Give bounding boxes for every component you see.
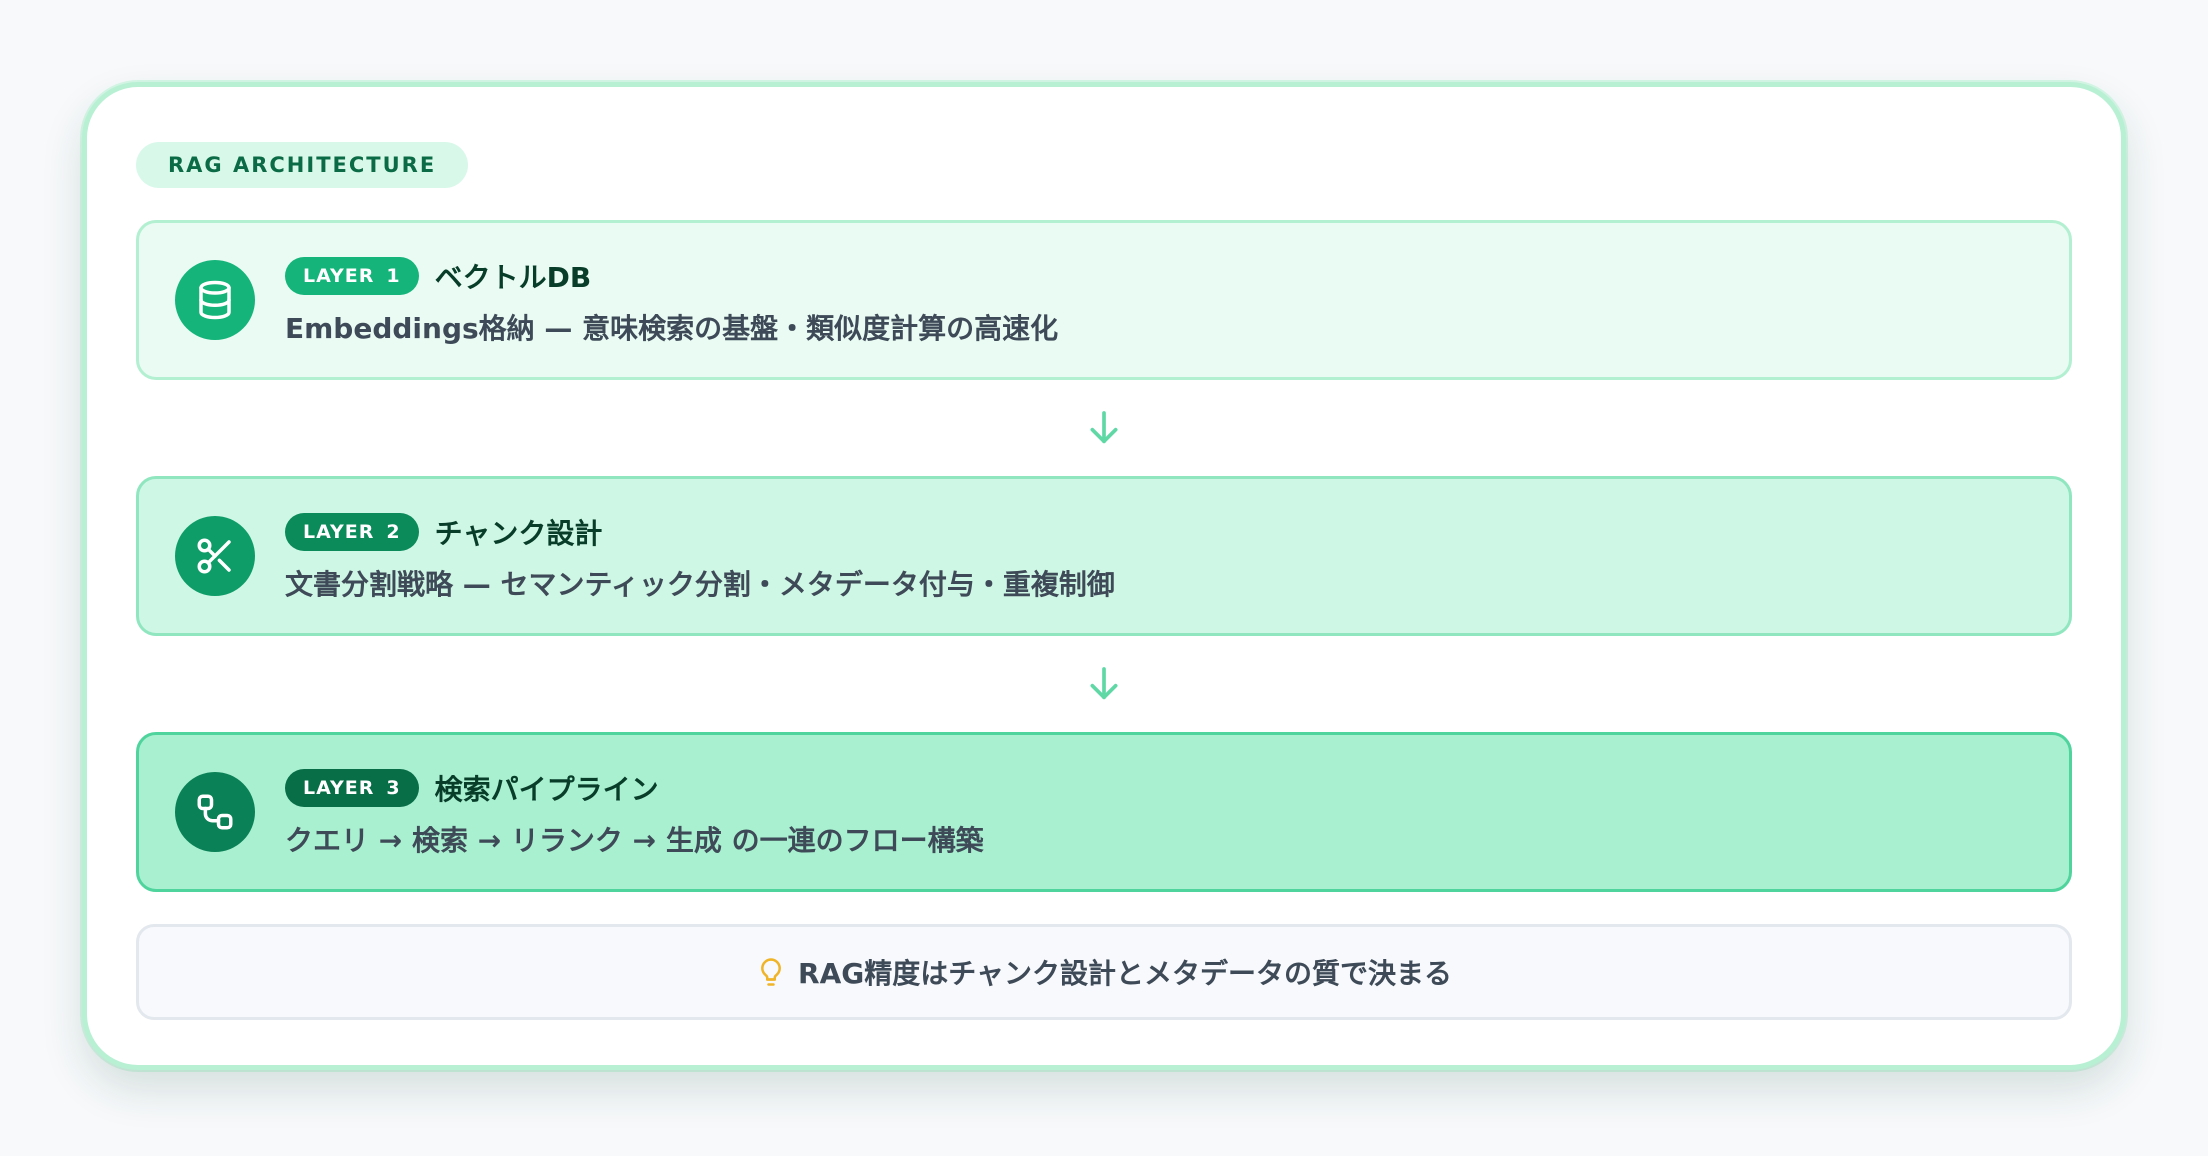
scissors-icon [175, 516, 255, 596]
arrow-down-icon [1090, 411, 1118, 444]
layer-2-title: チャンク設計 [434, 517, 603, 550]
arrow-down-icon [1090, 667, 1118, 700]
layer-3-title: 検索パイプライン [434, 773, 659, 806]
section-tag: RAG ARCHITECTURE [136, 142, 469, 188]
layer-1-title: ベクトルDB [434, 261, 592, 294]
tip-box: RAG精度はチャンク設計とメタデータの質で決まる [136, 924, 2072, 1020]
lightbulb-icon [761, 958, 781, 986]
layer-1-description: Embeddings格納 — 意味検索の基盤・類似度計算の高速化 [285, 312, 1059, 345]
tip-text: RAG精度はチャンク設計とメタデータの質で決まる [798, 957, 1452, 990]
database-icon [175, 260, 255, 340]
pipeline-icon [175, 772, 255, 852]
layer-3-description: クエリ → 検索 → リランク → 生成 の一連のフロー構築 [285, 824, 984, 857]
layer-2-description: 文書分割戦略 — セマンティック分割・メタデータ付与・重複制御 [285, 568, 1115, 601]
